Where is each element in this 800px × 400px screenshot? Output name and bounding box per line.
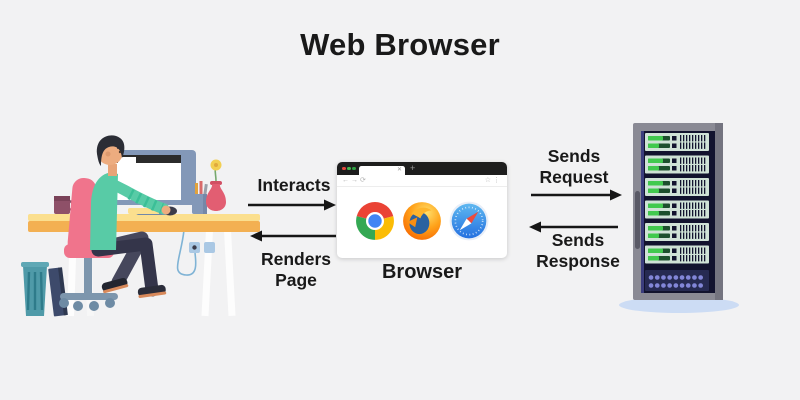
bookmark-star-icon: ☆ xyxy=(484,177,493,184)
tab-close-icon: ✕ xyxy=(396,167,402,173)
browser-toolbar: ←→⟳ ☆⋮ xyxy=(337,175,507,187)
person-avatar xyxy=(90,135,171,298)
back-icon: ← xyxy=(342,177,351,184)
server-shadow xyxy=(619,297,739,313)
user-at-computer-illustration xyxy=(21,135,260,317)
minimize-dot-icon xyxy=(347,166,351,170)
close-dot-icon xyxy=(342,166,346,170)
refresh-icon: ⟳ xyxy=(360,177,368,184)
firefox-icon xyxy=(403,202,441,240)
interacts-label: Interacts xyxy=(257,175,331,195)
renders-arrow-icon xyxy=(250,230,336,242)
request-arrow-icon xyxy=(531,189,622,201)
sends-request-label: Sends Request xyxy=(539,146,609,187)
desk xyxy=(28,214,260,232)
interacts-arrow-icon xyxy=(248,199,336,211)
folder xyxy=(48,267,68,317)
maximize-dot-icon xyxy=(352,166,356,170)
page-title: Web Browser xyxy=(300,27,500,62)
response-arrow-icon xyxy=(529,221,618,233)
rack-handle xyxy=(635,191,640,249)
safari-icon xyxy=(449,201,489,241)
coffee-mug xyxy=(54,196,75,214)
browser-window: ✕ + ←→⟳ ☆⋮ xyxy=(337,162,507,258)
server-vent-panel xyxy=(645,270,709,291)
flower-vase xyxy=(206,159,226,211)
server-rack-illustration xyxy=(619,123,739,313)
browser-titlebar: ✕ + xyxy=(337,162,507,175)
power-outlet xyxy=(176,229,215,276)
chrome-icon xyxy=(356,202,394,240)
sends-response-label: Sends Response xyxy=(536,230,620,271)
forward-icon: → xyxy=(351,177,360,184)
renders-page-label: Renders Page xyxy=(260,249,332,290)
browser-tab: ✕ xyxy=(359,166,405,175)
trash-bin xyxy=(21,262,49,316)
browser-body xyxy=(337,187,507,242)
new-tab-icon: + xyxy=(410,163,416,173)
pencil-holder xyxy=(192,181,208,214)
browser-caption: Browser xyxy=(381,261,463,283)
menu-icon: ⋮ xyxy=(493,177,502,184)
